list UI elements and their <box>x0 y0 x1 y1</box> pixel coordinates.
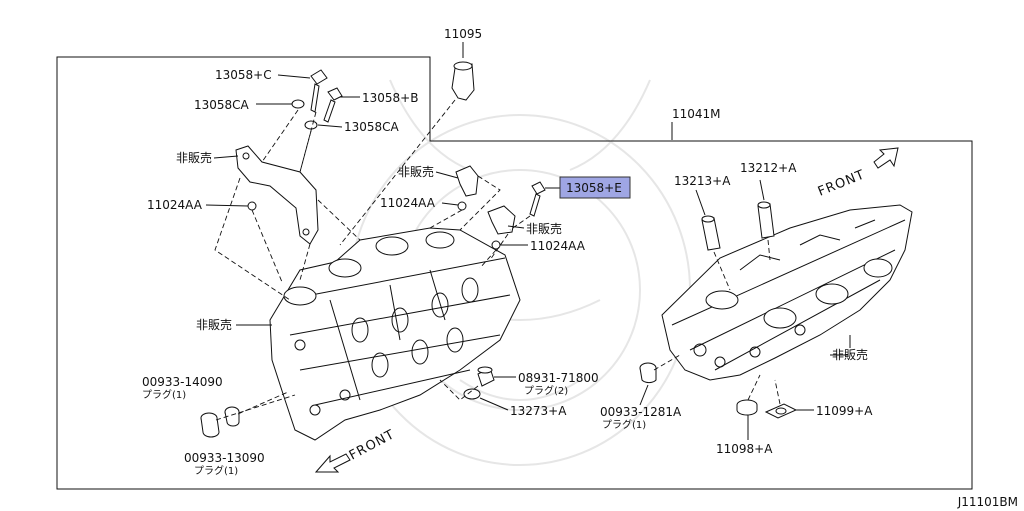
label-13058b: 13058+B <box>362 91 418 105</box>
label-13058ca-right: 13058CA <box>344 120 400 134</box>
front-arrow-left <box>314 453 351 473</box>
label-13273a: 13273+A <box>510 404 567 418</box>
highlight-13058e <box>559 176 631 199</box>
label-not-for-sale-3: 非販売 <box>526 221 562 236</box>
part-11098a <box>736 399 758 416</box>
label-11099a: 11099+A <box>816 404 873 418</box>
plug-00933-13090 <box>224 406 240 427</box>
label-11095: 11095 <box>444 27 482 41</box>
label-11024aa-1: 11024AA <box>147 198 203 212</box>
label-not-for-sale-2: 非販売 <box>398 164 434 179</box>
center-bracket-mid <box>487 205 516 235</box>
label-13212a: 13212+A <box>740 161 797 175</box>
label-front-right: FRONT <box>816 167 867 199</box>
ring-13273a <box>463 388 481 400</box>
label-13213a: 13213+A <box>674 174 731 188</box>
label-00933-14090: 00933-14090 <box>142 375 223 389</box>
part-13213a <box>701 215 721 251</box>
bolt-11024aa-center <box>457 201 467 211</box>
label-13058e: 13058+E <box>566 181 622 195</box>
bolt-13058c <box>310 69 328 113</box>
bolt-13058b <box>323 87 343 123</box>
label-00933-13090: 00933-13090 <box>184 451 265 465</box>
label-11024aa-3: 11024AA <box>530 239 586 253</box>
center-dashed-leaders <box>429 175 531 269</box>
right-leader-3 <box>695 179 765 216</box>
left-bracket <box>235 145 319 245</box>
bolt-13058e <box>529 181 546 217</box>
part-11095 <box>451 42 475 101</box>
center-plug-leader <box>439 379 479 401</box>
label-not-for-sale-5: 非販売 <box>832 347 868 362</box>
left-cylinder-head <box>269 227 521 441</box>
diagram-frame <box>56 56 973 490</box>
label-13058ca-left: 13058CA <box>194 98 250 112</box>
right-cylinder-head <box>661 204 913 381</box>
bolt-11024aa-left <box>247 201 257 211</box>
label-plug-1c: プラグ(1) <box>602 418 646 431</box>
diagram-code: J11101BM <box>957 495 1018 509</box>
label-front-left: FRONT <box>347 427 398 463</box>
part-13212a <box>757 201 775 239</box>
plug-leader-2 <box>237 391 289 415</box>
label-plug-1a: プラグ(1) <box>142 388 186 401</box>
right-leader-2 <box>767 239 771 261</box>
label-11098a: 11098+A <box>716 442 773 456</box>
left-dashed-leaders <box>214 99 456 301</box>
label-not-for-sale-4: 非販売 <box>196 317 232 332</box>
label-00933-1281a: 00933-1281A <box>600 405 682 419</box>
label-11024aa-2: 11024AA <box>380 196 436 210</box>
plug-leader-1 <box>215 394 296 421</box>
label-plug-1b: プラグ(1) <box>194 464 238 477</box>
right-lower-leader-1 <box>747 374 761 401</box>
label-08931-71800: 08931-71800 <box>518 371 599 385</box>
plug-00933-1281a <box>639 362 657 384</box>
label-leaders <box>205 74 851 440</box>
label-11041m: 11041M <box>672 107 721 121</box>
front-arrow-right <box>873 147 899 169</box>
label-13058c: 13058+C <box>215 68 272 82</box>
right-leader-1 <box>713 251 731 291</box>
part-11099a <box>764 403 798 419</box>
washer-13058ca-right <box>304 120 318 130</box>
right-plug-leader <box>653 354 681 371</box>
plug-00933-14090 <box>200 412 220 438</box>
label-not-for-sale-1: 非販売 <box>176 150 212 165</box>
washer-13058ca-left <box>291 99 305 109</box>
center-bracket-top <box>455 165 479 197</box>
right-lower-leader-2 <box>774 379 781 405</box>
label-plug-2: プラグ(2) <box>524 384 568 397</box>
plug-08931-71800 <box>477 366 495 387</box>
